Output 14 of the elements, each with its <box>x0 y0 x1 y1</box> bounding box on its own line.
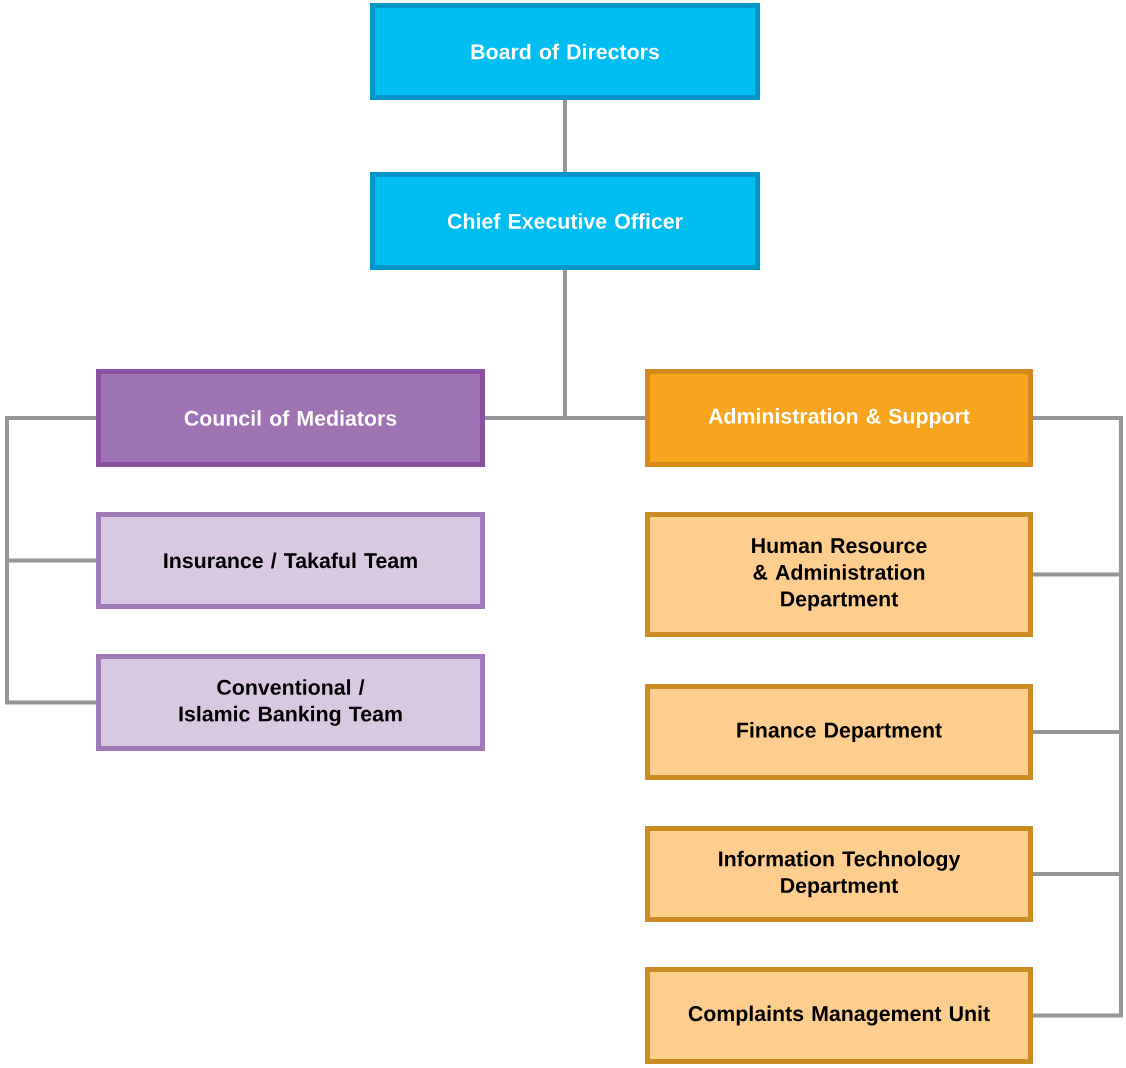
org-box: Administration & Support <box>645 369 1033 468</box>
org-box: Board of Directors <box>369 3 761 100</box>
org-box: Council of Mediators <box>96 369 485 468</box>
department-box: Complaints Management Unit <box>645 967 1033 1064</box>
team-box: Conventional / Islamic Banking Team <box>96 654 485 751</box>
connector-line <box>563 100 567 172</box>
connector-line <box>5 416 96 705</box>
department-box: Finance Department <box>645 684 1033 780</box>
connector-line <box>563 270 646 420</box>
connector-line <box>1033 416 1123 1018</box>
department-box: Information Technology Department <box>645 826 1033 922</box>
department-box: Human Resource & Administration Department <box>645 512 1033 637</box>
org-box: Chief Executive Officer <box>369 171 761 271</box>
team-box: Insurance / Takaful Team <box>96 512 485 609</box>
